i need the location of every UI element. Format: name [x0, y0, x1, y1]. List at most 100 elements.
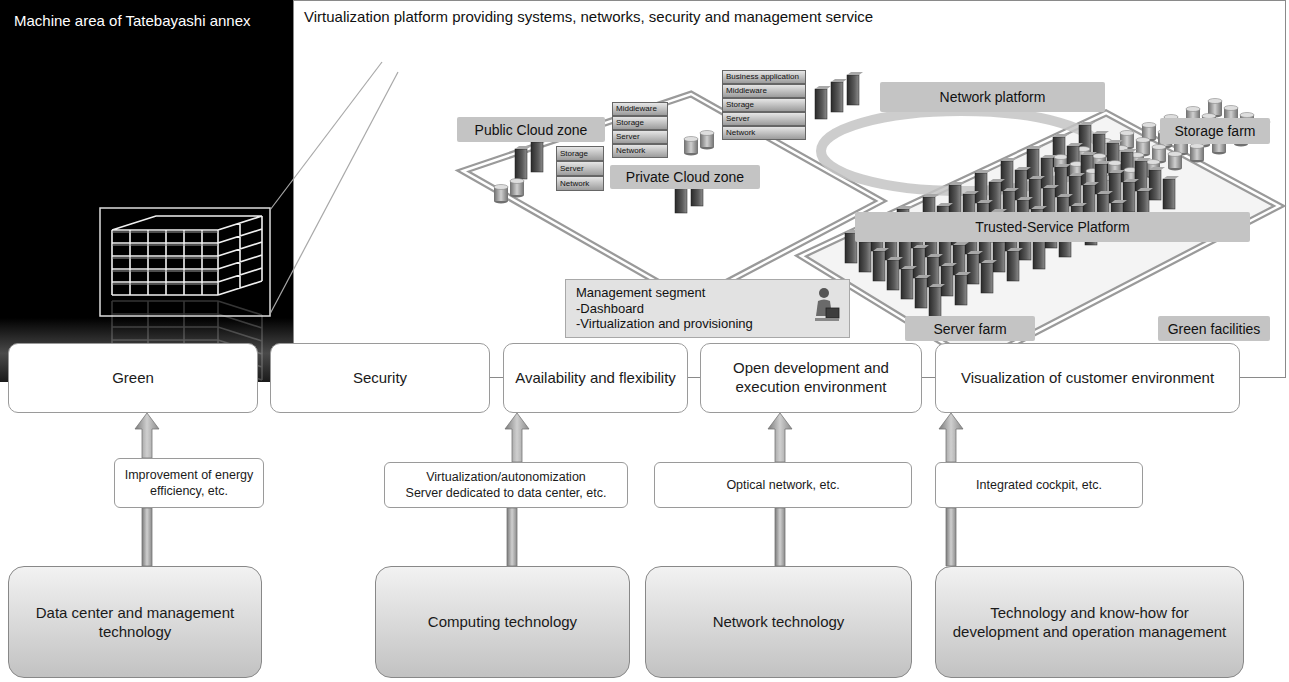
rack-top [1123, 179, 1139, 182]
rack-top [929, 284, 945, 287]
node-text: Data center and management technology [21, 603, 249, 642]
node-text: Computing technology [428, 612, 577, 632]
server-rack [1149, 167, 1165, 200]
stack-layer: Storage [722, 98, 806, 112]
node-text: Storage farm [1175, 123, 1256, 139]
rack-body [1055, 167, 1067, 197]
rack-body [915, 278, 927, 308]
server-rack [1041, 155, 1057, 188]
cylinder-top [1240, 113, 1254, 118]
rack-top [913, 245, 929, 248]
rack-body [1135, 161, 1147, 191]
storage-cylinder [510, 179, 524, 198]
rack-top [927, 254, 943, 257]
server-rack [1135, 158, 1151, 191]
server-rack [955, 272, 971, 305]
server-rack [967, 251, 983, 284]
rack-top [831, 79, 847, 82]
rack-body [913, 248, 925, 278]
rack-top [1017, 197, 1033, 200]
rack-top [1107, 140, 1123, 143]
stack-layer: Network [556, 176, 604, 191]
technology-box: Improvement of energy efficiency, etc. [114, 458, 264, 508]
node-text: Availability and flexibility [515, 369, 676, 388]
rack-body [859, 242, 871, 272]
rack-top [1111, 200, 1127, 203]
server-rack [1015, 167, 1031, 200]
node-text: Green facilities [1168, 321, 1261, 337]
rack-body [989, 182, 1001, 212]
server-rack [901, 266, 917, 299]
feature-box: Open development and execution environme… [700, 343, 922, 413]
rack-body [873, 251, 885, 281]
rack-body [1083, 185, 1095, 215]
platform-frame: Virtualization platform providing system… [293, 0, 1286, 378]
node-text: Network [726, 129, 755, 137]
zone-label: Network platform [880, 82, 1105, 112]
cylinder-top [510, 179, 524, 184]
rack-top [815, 86, 831, 89]
server-rack [515, 146, 531, 179]
rack-body [927, 257, 939, 287]
stack-layer: Middleware [612, 102, 668, 116]
rack-top [1121, 149, 1137, 152]
server-rack [981, 260, 997, 293]
rack-top [1095, 161, 1111, 164]
rack-top [967, 251, 983, 254]
server-rack [859, 239, 875, 272]
block-arrow [505, 413, 529, 462]
server-rack [873, 248, 889, 281]
zone-label: Storage farm [1160, 118, 1270, 144]
cylinder-top [1092, 154, 1106, 159]
rack-top [1093, 131, 1109, 134]
rack-top [515, 146, 531, 149]
rack-body [975, 173, 987, 203]
cylinder-top [1224, 106, 1238, 111]
feature-box: Visualization of customer environment [935, 343, 1240, 413]
server-rack [993, 239, 1009, 272]
rack-top [1007, 248, 1023, 251]
server-rack [1163, 176, 1179, 209]
node-text: Network [560, 180, 589, 188]
stack-layer: Storage [612, 116, 668, 130]
cylinder-top [1152, 145, 1166, 150]
server-rack [1055, 164, 1071, 197]
rack-top [1081, 152, 1097, 155]
server-rack [1007, 248, 1023, 281]
node-text: Virtualization/autonomization [426, 469, 586, 485]
rack-top [873, 248, 889, 251]
server-rack [1001, 158, 1017, 191]
machine-area-panel: Machine area of Tatebayashi annex [0, 0, 293, 382]
rack-top [1067, 143, 1083, 146]
rack-body [981, 263, 993, 293]
cylinder-top [700, 131, 714, 136]
server-platform-outline [801, 113, 1279, 363]
rack-top [977, 200, 993, 203]
rack-body [847, 75, 859, 105]
rack-top [953, 242, 969, 245]
rack-body [1015, 170, 1027, 200]
block-arrow [135, 413, 159, 458]
cylinder-top [494, 185, 508, 190]
rack-top [897, 206, 913, 209]
rack-body [929, 287, 941, 317]
rack-top [941, 263, 957, 266]
rack-body [949, 185, 961, 215]
node-text: Storage [726, 101, 754, 109]
feature-box: Security [270, 343, 490, 413]
arrow-shaft [507, 508, 517, 566]
node-text: Trusted-Service Platform [975, 219, 1129, 235]
server-rack [949, 182, 965, 215]
node-text: Network technology [713, 612, 845, 632]
server-rack [913, 245, 929, 278]
server-rack [847, 72, 863, 105]
node-subtext: -Virtualization and provisioning [576, 316, 753, 332]
node-text: Virtualization platform providing system… [294, 1, 883, 32]
zone-label: Public Cloud zone [457, 117, 605, 142]
stack-layer: Server [612, 130, 668, 144]
server-rack [975, 170, 991, 203]
arrow-shaft [946, 508, 956, 566]
rack-top [1031, 206, 1047, 209]
server-rack [1123, 179, 1139, 212]
rack-top [989, 179, 1005, 182]
